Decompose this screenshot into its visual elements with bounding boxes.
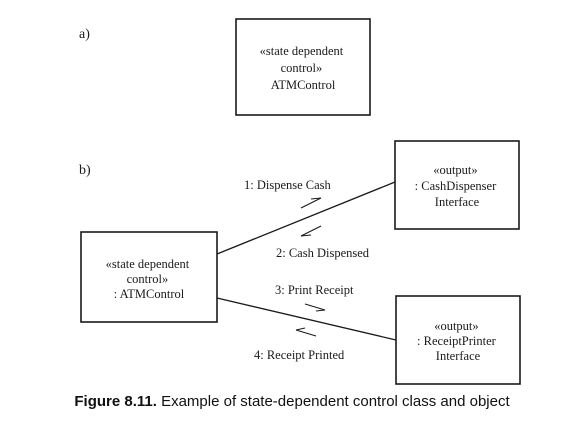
message-3-arrow [304,303,326,312]
figure-caption-text: Example of state-dependent control class… [161,393,510,410]
atmcontrol-object-name: : ATMControl [114,287,185,301]
part-b-label: b) [79,163,91,178]
atmcontrol-object-stereotype-2: control» [127,272,169,286]
receiptprinter-interface-text: «output» : ReceiptPrinter Interface [417,319,499,363]
figure-number: Figure 8.11. [74,393,157,410]
message-2-arrow [300,225,322,237]
message-1-arrow [300,197,322,209]
atmcontrol-object-stereotype-1: «state dependent [106,257,190,271]
atmcontrol-class-text: «state dependent control» ATMControl [260,44,347,92]
receiptprinter-interface-box [395,295,521,385]
receiptprinter-stereotype: «output» [434,319,478,333]
atmcontrol-object-text: «state dependent control» : ATMControl [106,257,193,301]
receiptprinter-name: : ReceiptPrinter [417,334,497,348]
figure-caption: Figure 8.11. Example of state-dependent … [0,393,584,410]
atmcontrol-class-name: ATMControl [271,78,336,92]
cashdispenser-name-2: Interface [435,195,480,209]
cashdispenser-stereotype: «output» [433,163,477,177]
message-2-label: 2: Cash Dispensed [276,246,370,260]
atmcontrol-class-stereotype-1: «state dependent [260,44,344,58]
message-4-arrow [295,327,317,337]
cashdispenser-interface-text: «output» : CashDispenser Interface [415,163,500,209]
cashdispenser-name: : CashDispenser [415,179,497,193]
part-a-label: a) [79,27,90,42]
message-1-label: 1: Dispense Cash [244,178,332,192]
message-4-label: 4: Receipt Printed [254,348,345,362]
receiptprinter-name-2: Interface [436,349,481,363]
message-3-label: 3: Print Receipt [275,283,354,297]
link-control-to-receiptprinter [216,297,397,341]
cashdispenser-interface-box [394,140,520,230]
atmcontrol-class-stereotype-2: control» [281,61,323,75]
atmcontrol-object-box [80,231,218,323]
atmcontrol-class-box [235,18,371,116]
link-control-to-cashdispenser [216,181,396,255]
